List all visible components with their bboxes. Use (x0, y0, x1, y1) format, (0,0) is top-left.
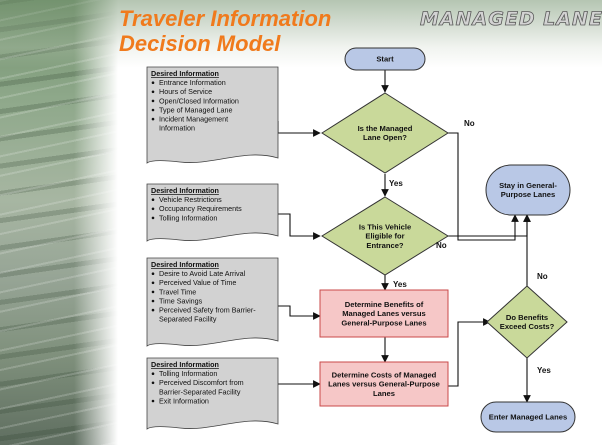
brand-logo: MANAGED LANES (420, 8, 602, 31)
document-heading: Desired Information (151, 186, 219, 195)
document-item: Information (159, 124, 195, 133)
bullet (151, 81, 155, 84)
enter-terminal: Enter Managed Lanes (480, 401, 576, 433)
document-item: Perceived Safety from Barrier- (159, 306, 256, 315)
bullet (151, 207, 155, 211)
document-shape (146, 66, 279, 164)
edge-d1-no (448, 132, 519, 241)
document-item: Travel Time (159, 287, 196, 296)
bullet (151, 117, 155, 121)
bullet (151, 399, 155, 403)
title-line-2: Decision Model (119, 31, 281, 56)
label-d1-no: No (464, 119, 475, 128)
bullet (151, 372, 155, 376)
label-d2-yes: Yes (393, 280, 407, 289)
stay-terminal: Stay in General-Purpose Lanes (485, 164, 571, 216)
stay-terminal-label: Stay in General-Purpose Lanes (499, 181, 557, 199)
bullet (151, 381, 155, 385)
bullet (151, 108, 155, 112)
edge-doc1-to-d1 (277, 121, 321, 137)
bullet (151, 290, 155, 294)
document-item: Separated Facility (159, 315, 217, 324)
decision-benefits-exceed-costs-shape (486, 285, 568, 359)
document-item: Perceived Value of Time (159, 278, 236, 287)
bullet (151, 216, 155, 220)
bullet (151, 99, 155, 103)
label-d3-no: No (537, 272, 548, 281)
start-terminal: Start (344, 47, 426, 71)
title-line-1: Traveler Information (119, 6, 332, 31)
edge-p2-to-d3 (448, 318, 491, 387)
bullet (151, 90, 155, 94)
document-heading: Desired Information (151, 260, 219, 269)
document-heading: Desired Information (151, 360, 219, 369)
edge-doc2-to-d2 (278, 213, 321, 240)
document-item: Tolling Information (159, 369, 217, 378)
document-item: Perceived Discomfort from (159, 378, 244, 387)
bullet (151, 308, 155, 312)
document-item: Incident Management (159, 115, 228, 124)
document-item: Occupancy Requirements (159, 204, 242, 213)
bullet (151, 272, 155, 276)
document-item: Desire to Avoid Late Arrival (159, 269, 246, 278)
process-determine-costs-shape (319, 361, 449, 407)
slide-title: Traveler Information Decision Model (119, 6, 379, 56)
decision-lane-open-shape (321, 92, 449, 174)
photo-fade (74, 0, 118, 445)
document-shape (146, 257, 279, 347)
label-d2-no: No (436, 241, 447, 250)
document-heading: Desired Information (151, 69, 219, 78)
document-item: Exit Information (159, 396, 209, 405)
label-d3-yes: Yes (537, 366, 551, 375)
document-shape (146, 183, 279, 242)
document-item: Barrier-Separated Facility (159, 387, 241, 396)
bullet (151, 281, 155, 285)
bullet (151, 198, 155, 201)
document-item: Hours of Service (159, 87, 212, 96)
process-determine-benefits-shape (319, 289, 449, 338)
enter-terminal-shape (480, 401, 576, 433)
start-terminal-label: Start (376, 55, 394, 64)
enter-terminal-label: Enter Managed Lanes (489, 413, 568, 422)
document-item: Vehicle Restrictions (159, 195, 222, 204)
start-terminal-shape (344, 47, 426, 71)
document-shape (146, 357, 279, 430)
header-band (0, 0, 602, 68)
document-item: Tolling Information (159, 213, 217, 222)
stay-terminal-shape (485, 164, 571, 216)
label-d1-yes: Yes (389, 179, 403, 188)
edge-doc3-to-p1 (278, 305, 321, 320)
document-item: Entrance Information (159, 78, 226, 87)
document-item: Type of Managed Lane (159, 105, 233, 114)
document-item: Open/Closed Information (159, 96, 239, 105)
bullet (151, 299, 155, 303)
document-item: Time Savings (159, 296, 203, 305)
decision-vehicle-eligible-shape (321, 196, 449, 276)
